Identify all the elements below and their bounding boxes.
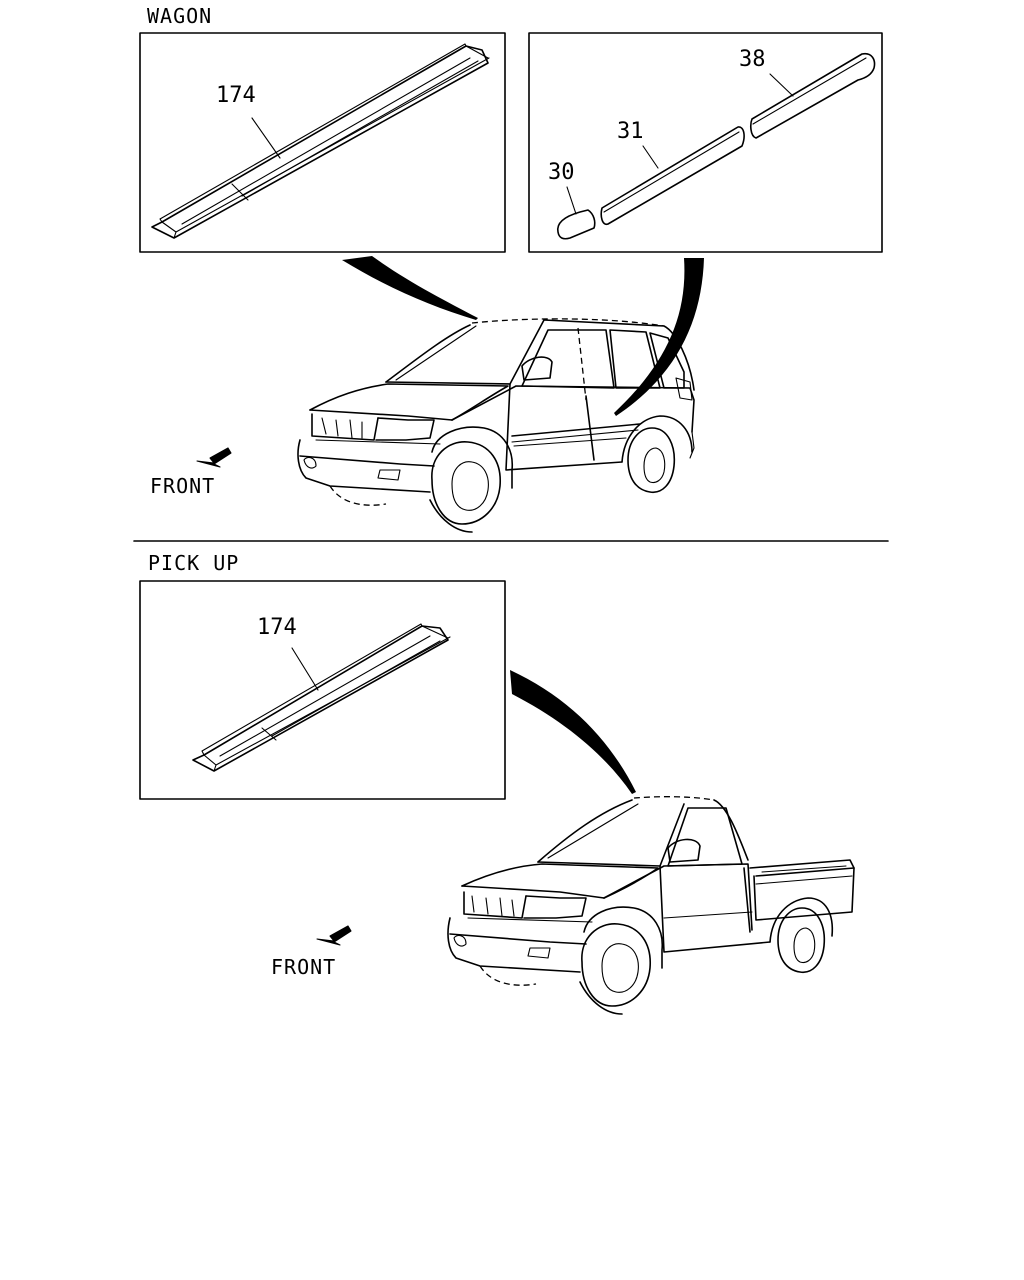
wagon-174-leader xyxy=(251,117,281,159)
wagon-pointer-wedge-left xyxy=(342,256,478,320)
wagon-callout-31: 31 xyxy=(617,119,644,144)
wagon-sill-detail-box xyxy=(139,32,506,253)
wagon-section xyxy=(139,32,883,533)
wagon-31-leader xyxy=(642,145,659,169)
wagon-callout-38: 38 xyxy=(739,47,766,72)
wagon-end-cap-part xyxy=(556,209,596,240)
pickup-174-leader xyxy=(291,647,319,691)
pickup-sill-detail-box xyxy=(139,580,506,800)
pickup-section-title: PICK UP xyxy=(148,551,240,575)
wagon-front-moulding-part xyxy=(600,126,745,226)
wagon-side-sill-part xyxy=(151,43,490,239)
pickup-side-sill-part xyxy=(192,623,451,772)
wagon-callout-30: 30 xyxy=(548,160,575,185)
pickup-callout-174: 174 xyxy=(257,615,297,640)
pickup-section xyxy=(139,580,855,1015)
wagon-pointer-wedge-right xyxy=(614,258,704,416)
wagon-front-arrow-icon xyxy=(196,447,232,468)
pickup-front-label: FRONT xyxy=(271,955,337,979)
wagon-vehicle-illustration xyxy=(297,318,695,533)
wagon-rear-moulding-part xyxy=(750,52,876,139)
wagon-38-leader xyxy=(769,73,794,97)
wagon-30-leader xyxy=(566,186,577,215)
wagon-moulding-detail-box xyxy=(528,32,883,253)
pickup-pointer-wedge xyxy=(510,670,636,794)
wagon-callout-174: 174 xyxy=(216,83,256,108)
pickup-vehicle-illustration xyxy=(447,796,855,1015)
wagon-front-label: FRONT xyxy=(150,474,216,498)
wagon-section-title: WAGON xyxy=(147,4,213,28)
pickup-front-arrow-icon xyxy=(316,925,352,946)
